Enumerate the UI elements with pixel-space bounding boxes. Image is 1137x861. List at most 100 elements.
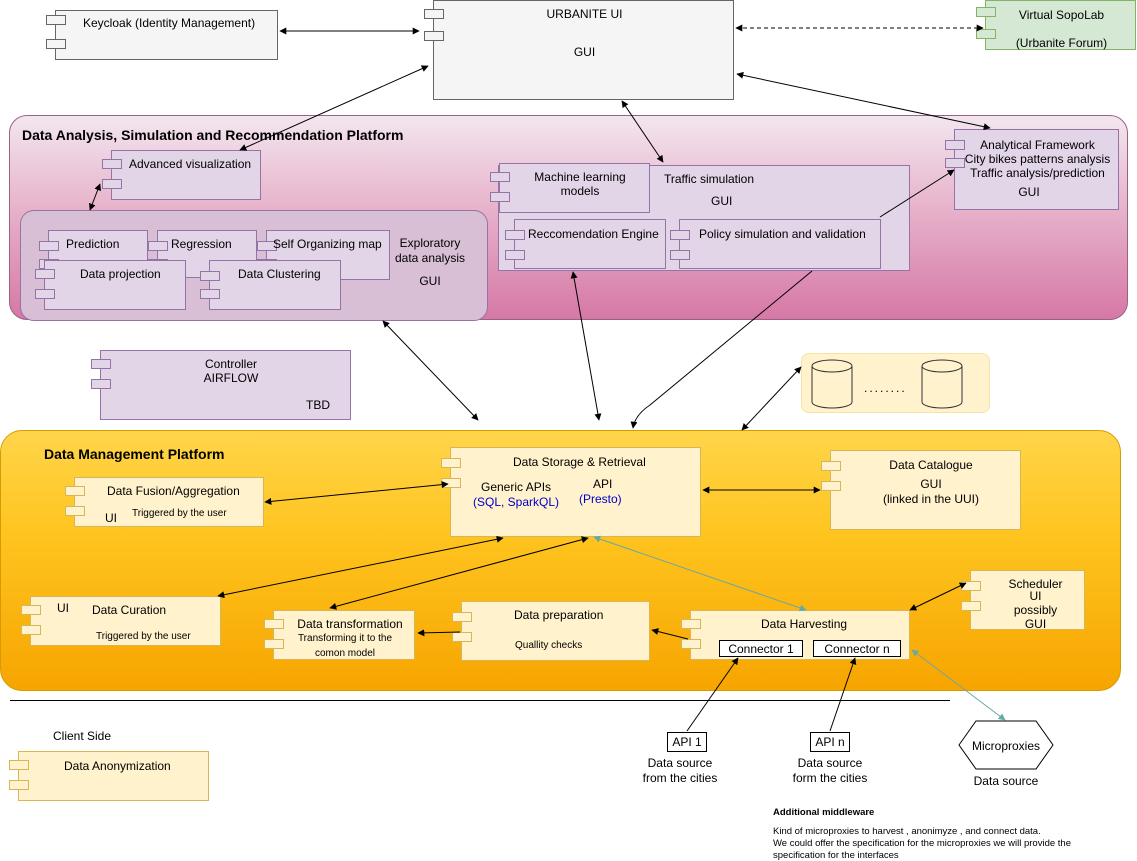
- data-curation-ui: UI: [57, 601, 69, 615]
- api-n-label: API n: [815, 735, 845, 749]
- data-fusion-ui: UI: [105, 511, 117, 525]
- controller-component[interactable]: Controller AIRFLOW TBD: [91, 350, 351, 420]
- virtual-sopolab-component[interactable]: Virtual SopoLab (Urbanite Forum): [976, 0, 1136, 50]
- machine-learning-line1: Machine learning: [534, 170, 626, 184]
- data-anonymization-component[interactable]: Data Anonymization: [9, 751, 209, 801]
- data-storage-generic: Generic APIs: [481, 480, 552, 494]
- api-1-caption1: Data source: [647, 756, 713, 770]
- advanced-visualization-label: Advanced visualization: [129, 157, 252, 171]
- storage-databases-group: ........: [801, 353, 990, 413]
- analytical-framework-gui: GUI: [1018, 185, 1040, 199]
- urbanite-ui-component[interactable]: URBANITE UI GUI: [424, 0, 734, 100]
- data-harvesting-component[interactable]: Data Harvesting Connector 1 Connector n: [681, 610, 910, 660]
- data-storage-generic-sub: (SQL, SparkQL): [473, 495, 560, 509]
- data-curation-component[interactable]: UI Data Curation Triggered by the user: [21, 596, 221, 646]
- virtual-sopolab-title: Virtual SopoLab: [1018, 8, 1105, 22]
- keycloak-component[interactable]: Keycloak (Identity Management): [46, 10, 278, 60]
- virtual-sopolab-sub: (Urbanite Forum): [1015, 36, 1108, 50]
- edge-policy-analytical: [879, 169, 955, 218]
- traffic-simulation-label: Traffic simulation: [664, 172, 755, 186]
- data-storage-api: API: [593, 477, 613, 491]
- storage-ellipsis: ........: [864, 381, 907, 395]
- exploratory-line2: data analysis: [394, 251, 466, 265]
- traffic-simulation-gui: GUI: [711, 194, 733, 208]
- urbanite-ui-gui: GUI: [573, 45, 596, 59]
- data-fusion-component[interactable]: Data Fusion/Aggregation UI Triggered by …: [65, 477, 264, 527]
- data-fusion-title: Data Fusion/Aggregation: [107, 484, 240, 498]
- api-1-box[interactable]: API 1: [667, 732, 707, 752]
- client-side-label: Client Side: [53, 729, 112, 743]
- data-catalogue-sub2: (linked in the UUI): [882, 492, 980, 506]
- data-transformation-note1: Transforming it to the: [297, 633, 393, 644]
- edge-databases-management: [741, 366, 802, 431]
- microproxies-label: Microproxies: [971, 739, 1040, 753]
- api-n-box[interactable]: API n: [810, 732, 850, 752]
- policy-simulation-label: Policy simulation and validation: [699, 227, 866, 241]
- edge-ui-analytical: [736, 71, 991, 131]
- data-transformation-title: Data transformation: [297, 617, 403, 631]
- scheduler-line3: possibly: [1013, 603, 1058, 617]
- connector-n-label: Connector n: [824, 642, 890, 656]
- analytical-framework-component[interactable]: Analytical Framework City bikes patterns…: [945, 129, 1119, 210]
- policy-simulation-component[interactable]: Policy simulation and validation: [670, 219, 881, 269]
- data-projection-label: Data projection: [80, 267, 161, 281]
- self-organizing-map-label: Self Organizing map: [273, 237, 382, 251]
- advanced-visualization-component[interactable]: Advanced visualization: [102, 150, 261, 200]
- keycloak-label: Keycloak (Identity Management): [83, 16, 256, 30]
- middleware-line3: specification for the interfaces: [773, 850, 899, 861]
- edge-storage-harvesting: [593, 535, 807, 612]
- scheduler-line2: UI: [1029, 589, 1042, 603]
- edge-storage-transformation: [329, 536, 589, 610]
- data-anonymization-label: Data Anonymization: [64, 759, 171, 773]
- analytical-framework-line3: Traffic analysis/prediction: [970, 166, 1105, 180]
- edge-apin-connectorn: [829, 657, 857, 732]
- edge-connector-microproxies: [911, 649, 1006, 721]
- recommendation-engine-component[interactable]: Reccomendation Engine: [505, 219, 666, 269]
- machine-learning-line2: models: [560, 184, 600, 198]
- data-transformation-note2: comon model: [314, 648, 376, 659]
- connector-n-box[interactable]: Connector n: [813, 640, 901, 657]
- data-transformation-component[interactable]: Data transformation Transforming it to t…: [264, 610, 415, 660]
- controller-line1: Controller: [204, 357, 258, 371]
- data-storage-title: Data Storage & Retrieval: [513, 455, 646, 469]
- regression-label: Regression: [171, 237, 232, 251]
- data-catalogue-gui: GUI: [920, 477, 942, 491]
- data-catalogue-title: Data Catalogue: [889, 458, 973, 472]
- middleware-title: Additional middleware: [773, 807, 875, 818]
- edge-policy-storage: [630, 270, 813, 429]
- edge-api1-connector1: [686, 657, 739, 732]
- urbanite-ui-title: URBANITE UI: [546, 7, 623, 21]
- edge-advviz-exploratory: [88, 183, 102, 211]
- api-1-caption2: from the cities: [642, 771, 718, 785]
- api-n-caption2: form the cities: [792, 771, 868, 785]
- data-storage-component[interactable]: Data Storage & Retrieval Generic APIs (S…: [441, 447, 701, 537]
- microproxies-caption: Data source: [973, 774, 1039, 788]
- edge-storage-curation: [217, 535, 504, 599]
- recommendation-engine-label: Reccomendation Engine: [528, 227, 659, 241]
- controller-tbd: TBD: [306, 398, 330, 412]
- data-curation-title: Data Curation: [92, 603, 167, 617]
- exploratory-line1: Exploratory: [399, 236, 461, 250]
- api-1-label: API 1: [672, 735, 702, 749]
- data-storage-api-sub: (Presto): [579, 492, 622, 506]
- data-catalogue-component[interactable]: Data Catalogue GUI (linked in the UUI): [821, 450, 1021, 530]
- data-projection-component[interactable]: Data projection: [35, 260, 186, 310]
- connector-1-box[interactable]: Connector 1: [719, 640, 803, 657]
- controller-line2: AIRFLOW: [203, 371, 259, 385]
- data-clustering-component[interactable]: Data Clustering: [200, 260, 341, 310]
- analytical-framework-line1: Analytical Framework: [980, 138, 1095, 152]
- client-side-divider: [10, 700, 950, 701]
- data-fusion-note: Triggered by the user: [132, 508, 227, 519]
- exploratory-gui: GUI: [419, 274, 441, 288]
- connector-1-label: Connector 1: [728, 642, 794, 656]
- middleware-line1: Kind of microproxies to harvest , anonim…: [773, 826, 1041, 837]
- scheduler-line4: GUI: [1024, 617, 1047, 631]
- edge-harvesting-preparation: [651, 628, 689, 640]
- scheduler-component[interactable]: Scheduler UI possibly GUI: [961, 570, 1085, 631]
- data-harvesting-title: Data Harvesting: [761, 617, 848, 631]
- machine-learning-component[interactable]: Machine learning models: [490, 163, 650, 213]
- microproxies-hexagon[interactable]: [958, 720, 1054, 770]
- edge-fusion-storage: [264, 481, 449, 505]
- edge-reco-storage: [570, 271, 602, 421]
